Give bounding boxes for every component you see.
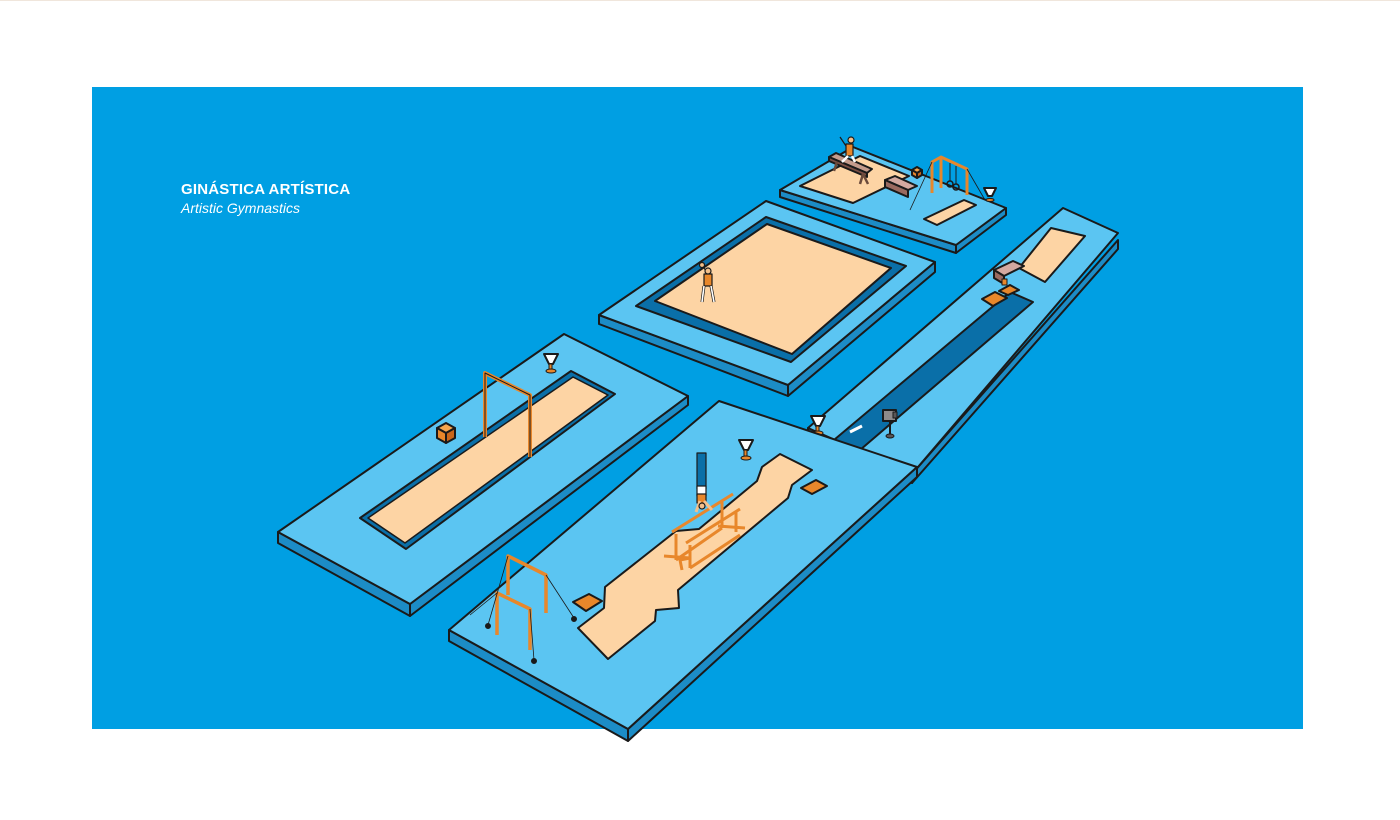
vault-runway-platform (807, 207, 1119, 484)
caption-title: GINÁSTICA ARTÍSTICA (181, 181, 351, 198)
gymnast-icon (698, 261, 716, 303)
chalk-bowl-icon (983, 187, 997, 202)
mat-block-icon (572, 479, 828, 612)
caption-subtitle: Artistic Gymnastics (181, 200, 301, 216)
chalk-bowl-icon (738, 439, 754, 461)
high-bar-icon (483, 371, 532, 457)
gymnast-icon (694, 452, 714, 513)
top-rule (0, 0, 1400, 1)
camera-stand-icon (882, 409, 898, 439)
floor-exercise-platform (598, 200, 936, 397)
rings-icon (909, 155, 986, 211)
beam-rings-platform (779, 146, 1007, 254)
horizontal-bar-platform (277, 333, 689, 617)
uneven-bars-icon (469, 554, 577, 664)
vault-cushion-icon (884, 175, 918, 198)
gymnast-icon (839, 136, 857, 163)
cube-icon (911, 166, 923, 179)
springboard-icon (981, 284, 1020, 307)
parallel-bars-icon (663, 492, 746, 571)
chalk-bowl-icon (543, 353, 559, 374)
parallel-bars-platform (448, 400, 918, 742)
vault-table-icon (993, 260, 1025, 286)
balance-beam-icon (828, 152, 873, 185)
cube-icon (436, 422, 456, 444)
illustration-caption: GINÁSTICA ARTÍSTICA Artistic Gymnastics (181, 181, 350, 218)
